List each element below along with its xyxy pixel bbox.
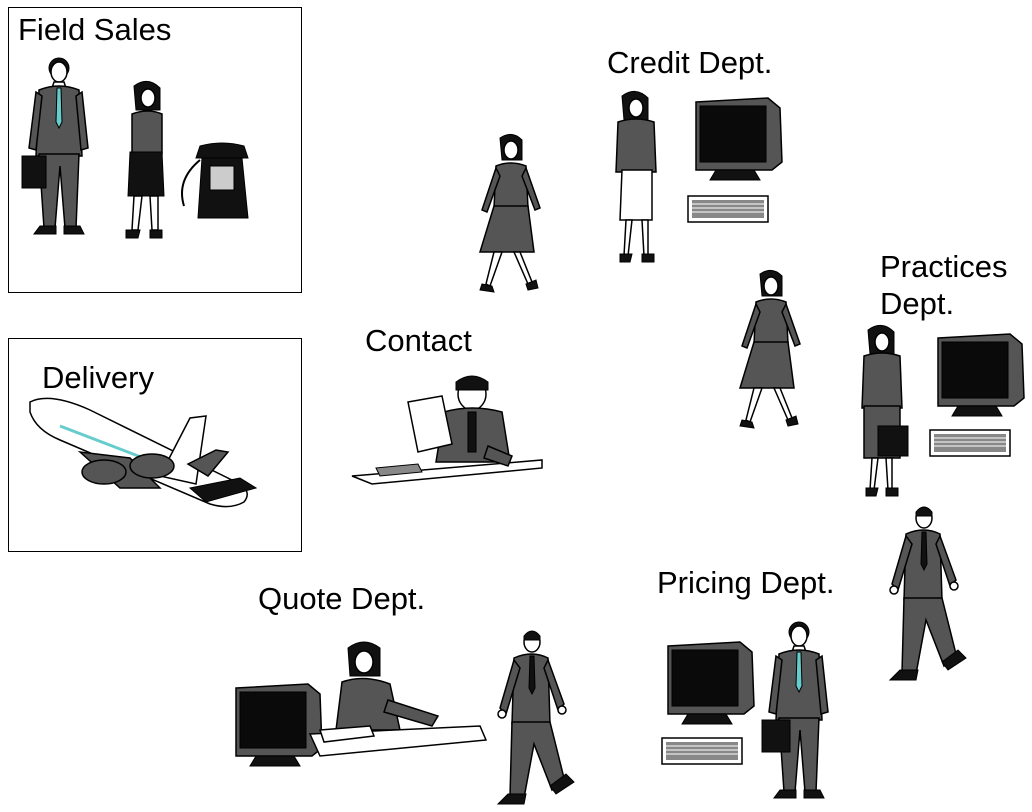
practices-standing-woman-icon xyxy=(861,325,909,497)
quote-monitor-icon xyxy=(235,683,323,767)
practices-keyboard-icon xyxy=(929,429,1011,457)
field-sales-man-icon xyxy=(21,57,89,235)
credit-walking-woman-icon xyxy=(479,133,541,293)
pricing-monitor-icon xyxy=(667,641,755,725)
practices-monitor-icon xyxy=(937,333,1025,417)
telephone-icon xyxy=(181,142,249,219)
credit-dept-label: Credit Dept. xyxy=(607,45,773,80)
field-sales-label: Field Sales xyxy=(18,12,172,47)
credit-keyboard-icon xyxy=(687,195,769,223)
credit-monitor-icon xyxy=(695,97,783,181)
quote-walking-man-icon xyxy=(497,630,575,805)
quote-dept-label: Quote Dept. xyxy=(258,581,426,616)
airplane-icon xyxy=(29,397,258,508)
practices-walking-woman-icon xyxy=(739,269,801,429)
pricing-standing-man-icon xyxy=(761,621,829,799)
pricing-keyboard-icon xyxy=(661,737,743,765)
quote-woman-at-desk-icon xyxy=(308,641,488,757)
contact-person-at-desk-icon xyxy=(351,375,543,485)
credit-standing-woman-icon xyxy=(615,91,657,263)
pricing-walking-man-icon xyxy=(889,506,967,681)
practices-dept-label-line2: Dept. xyxy=(880,286,955,321)
field-sales-woman-icon xyxy=(125,81,165,239)
practices-dept-label-line1: Practices xyxy=(880,249,1008,284)
contact-label: Contact xyxy=(365,323,472,358)
pricing-dept-label: Pricing Dept. xyxy=(657,565,835,600)
delivery-label: Delivery xyxy=(42,360,154,395)
